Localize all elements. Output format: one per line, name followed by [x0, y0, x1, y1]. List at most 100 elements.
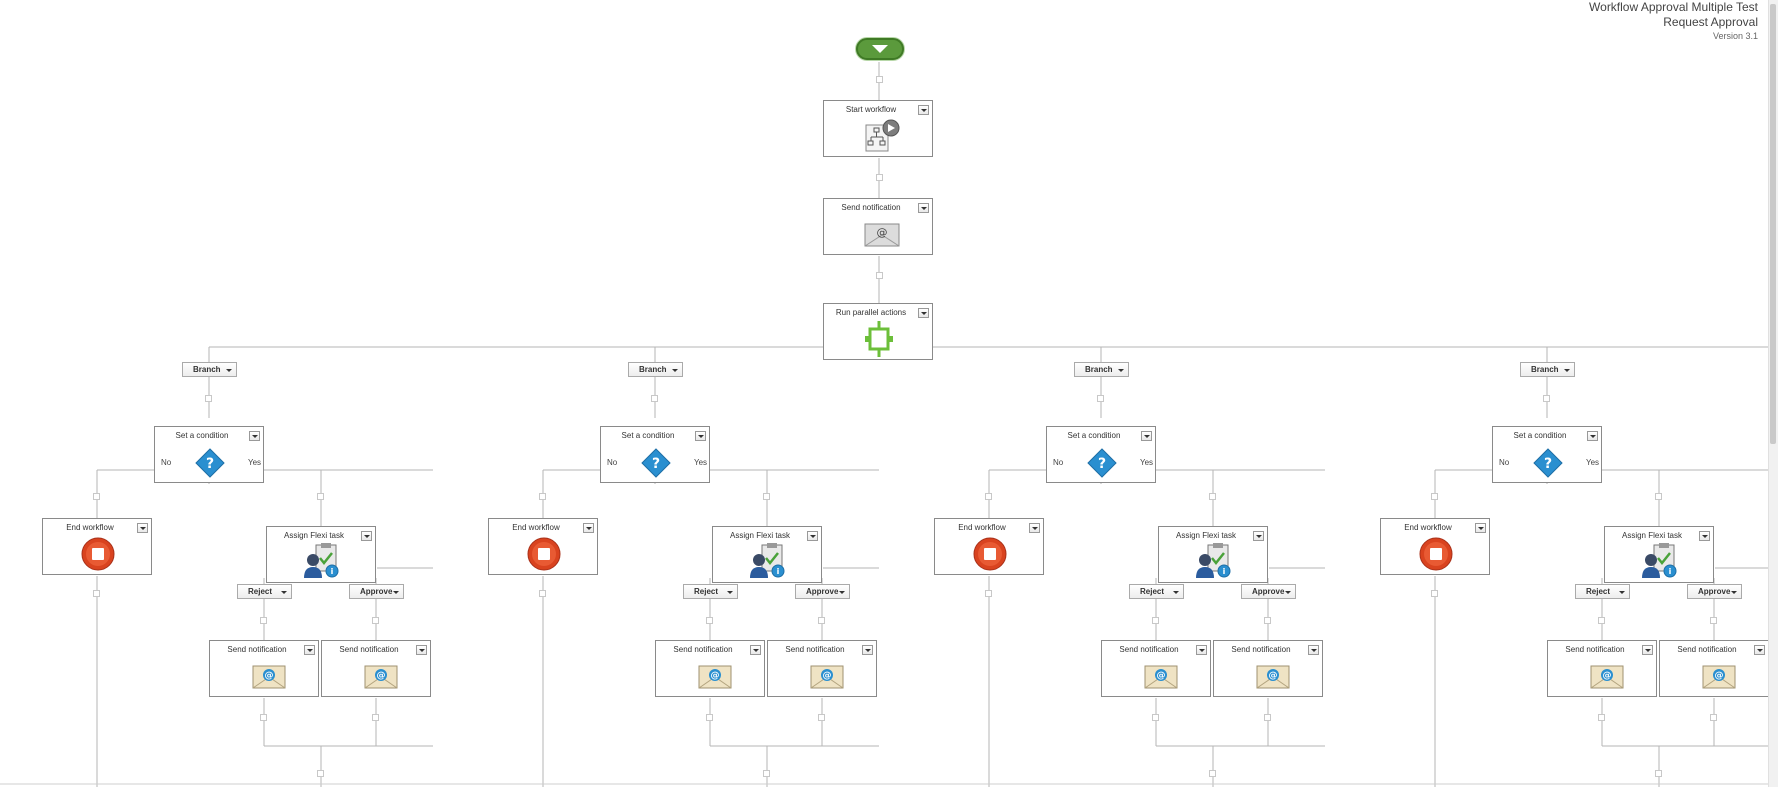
action-menu-dropdown[interactable] — [1308, 645, 1319, 655]
action-menu-dropdown[interactable] — [862, 645, 873, 655]
drop-connector[interactable] — [539, 590, 546, 597]
approve-outcome-selector[interactable]: Approve — [795, 584, 850, 599]
drop-connector[interactable] — [985, 590, 992, 597]
drop-connector[interactable] — [1431, 493, 1438, 500]
send-notification-approve-action[interactable]: Send notification @ — [1659, 640, 1769, 697]
action-menu-dropdown[interactable] — [1029, 523, 1040, 533]
end-workflow-action[interactable]: End workflow — [934, 518, 1044, 575]
drop-connector[interactable] — [260, 617, 267, 624]
drop-connector[interactable] — [706, 714, 713, 721]
drop-connector[interactable] — [1598, 617, 1605, 624]
action-menu-dropdown[interactable] — [583, 523, 594, 533]
drop-connector[interactable] — [93, 590, 100, 597]
drop-connector[interactable] — [205, 395, 212, 402]
set-condition-action[interactable]: Set a condition ? — [154, 426, 264, 483]
start-flow-icon[interactable] — [856, 38, 904, 60]
drop-connector[interactable] — [260, 714, 267, 721]
drop-connector[interactable] — [763, 493, 770, 500]
action-menu-dropdown[interactable] — [918, 308, 929, 318]
action-menu-dropdown[interactable] — [304, 645, 315, 655]
action-menu-dropdown[interactable] — [1642, 645, 1653, 655]
drop-connector[interactable] — [1598, 714, 1605, 721]
set-condition-action[interactable]: Set a condition ? — [1046, 426, 1156, 483]
start-workflow-action[interactable]: Start workflow — [823, 100, 933, 157]
assign-flexi-task-action[interactable]: Assign Flexi task i — [1158, 526, 1268, 583]
send-notification-approve-action[interactable]: Send notification @ — [1213, 640, 1323, 697]
action-menu-dropdown[interactable] — [918, 203, 929, 213]
action-menu-dropdown[interactable] — [1699, 531, 1710, 541]
scrollbar-thumb[interactable] — [1770, 4, 1776, 444]
end-workflow-action[interactable]: End workflow — [42, 518, 152, 575]
drop-connector[interactable] — [539, 493, 546, 500]
run-parallel-actions[interactable]: Run parallel actions — [823, 303, 933, 360]
drop-connector[interactable] — [1655, 770, 1662, 777]
drop-connector[interactable] — [1710, 617, 1717, 624]
drop-connector[interactable] — [317, 770, 324, 777]
action-menu-dropdown[interactable] — [1587, 431, 1598, 441]
send-notification-reject-action[interactable]: Send notification @ — [209, 640, 319, 697]
action-menu-dropdown[interactable] — [918, 105, 929, 115]
assign-flexi-task-action[interactable]: Assign Flexi task i — [712, 526, 822, 583]
action-menu-dropdown[interactable] — [416, 645, 427, 655]
set-condition-action[interactable]: Set a condition ? — [1492, 426, 1602, 483]
reject-outcome-selector[interactable]: Reject — [237, 584, 292, 599]
branch-selector[interactable]: Branch — [1074, 362, 1129, 377]
drop-connector[interactable] — [317, 493, 324, 500]
drop-connector[interactable] — [1209, 770, 1216, 777]
drop-connector[interactable] — [1431, 590, 1438, 597]
set-condition-action[interactable]: Set a condition ? — [600, 426, 710, 483]
drop-connector[interactable] — [372, 714, 379, 721]
drop-connector[interactable] — [1264, 617, 1271, 624]
drop-connector[interactable] — [1543, 395, 1550, 402]
drop-connector[interactable] — [818, 714, 825, 721]
drop-connector[interactable] — [93, 493, 100, 500]
action-menu-dropdown[interactable] — [1196, 645, 1207, 655]
drop-connector[interactable] — [985, 493, 992, 500]
reject-outcome-selector[interactable]: Reject — [683, 584, 738, 599]
reject-outcome-selector[interactable]: Reject — [1129, 584, 1184, 599]
drop-connector[interactable] — [1152, 714, 1159, 721]
action-menu-dropdown[interactable] — [695, 431, 706, 441]
drop-connector[interactable] — [651, 395, 658, 402]
reject-outcome-selector[interactable]: Reject — [1575, 584, 1630, 599]
branch-selector[interactable]: Branch — [1520, 362, 1575, 377]
end-workflow-action[interactable]: End workflow — [488, 518, 598, 575]
end-workflow-action[interactable]: End workflow — [1380, 518, 1490, 575]
drop-connector[interactable] — [876, 272, 883, 279]
drop-connector[interactable] — [876, 76, 883, 83]
send-notification-approve-action[interactable]: Send notification @ — [767, 640, 877, 697]
action-menu-dropdown[interactable] — [807, 531, 818, 541]
drop-connector[interactable] — [1209, 493, 1216, 500]
branch-selector[interactable]: Branch — [182, 362, 237, 377]
send-notification-reject-action[interactable]: Send notification @ — [1101, 640, 1211, 697]
drop-connector[interactable] — [1710, 714, 1717, 721]
action-menu-dropdown[interactable] — [249, 431, 260, 441]
send-notification-reject-action[interactable]: Send notification @ — [1547, 640, 1657, 697]
action-menu-dropdown[interactable] — [137, 523, 148, 533]
vertical-scrollbar[interactable] — [1768, 0, 1778, 787]
drop-connector[interactable] — [818, 617, 825, 624]
drop-connector[interactable] — [1264, 714, 1271, 721]
send-notification-action[interactable]: Send notification @ — [823, 198, 933, 255]
action-menu-dropdown[interactable] — [1475, 523, 1486, 533]
drop-connector[interactable] — [1655, 493, 1662, 500]
action-menu-dropdown[interactable] — [750, 645, 761, 655]
drop-connector[interactable] — [1097, 395, 1104, 402]
action-menu-dropdown[interactable] — [1141, 431, 1152, 441]
action-menu-dropdown[interactable] — [1754, 645, 1765, 655]
send-notification-approve-action[interactable]: Send notification @ — [321, 640, 431, 697]
action-menu-dropdown[interactable] — [1253, 531, 1264, 541]
drop-connector[interactable] — [763, 770, 770, 777]
approve-outcome-selector[interactable]: Approve — [1687, 584, 1742, 599]
drop-connector[interactable] — [372, 617, 379, 624]
branch-selector[interactable]: Branch — [628, 362, 683, 377]
assign-flexi-task-action[interactable]: Assign Flexi task i — [1604, 526, 1714, 583]
drop-connector[interactable] — [706, 617, 713, 624]
approve-outcome-selector[interactable]: Approve — [1241, 584, 1296, 599]
send-notification-reject-action[interactable]: Send notification @ — [655, 640, 765, 697]
approve-outcome-selector[interactable]: Approve — [349, 584, 404, 599]
drop-connector[interactable] — [876, 174, 883, 181]
action-menu-dropdown[interactable] — [361, 531, 372, 541]
drop-connector[interactable] — [1152, 617, 1159, 624]
assign-flexi-task-action[interactable]: Assign Flexi task i — [266, 526, 376, 583]
